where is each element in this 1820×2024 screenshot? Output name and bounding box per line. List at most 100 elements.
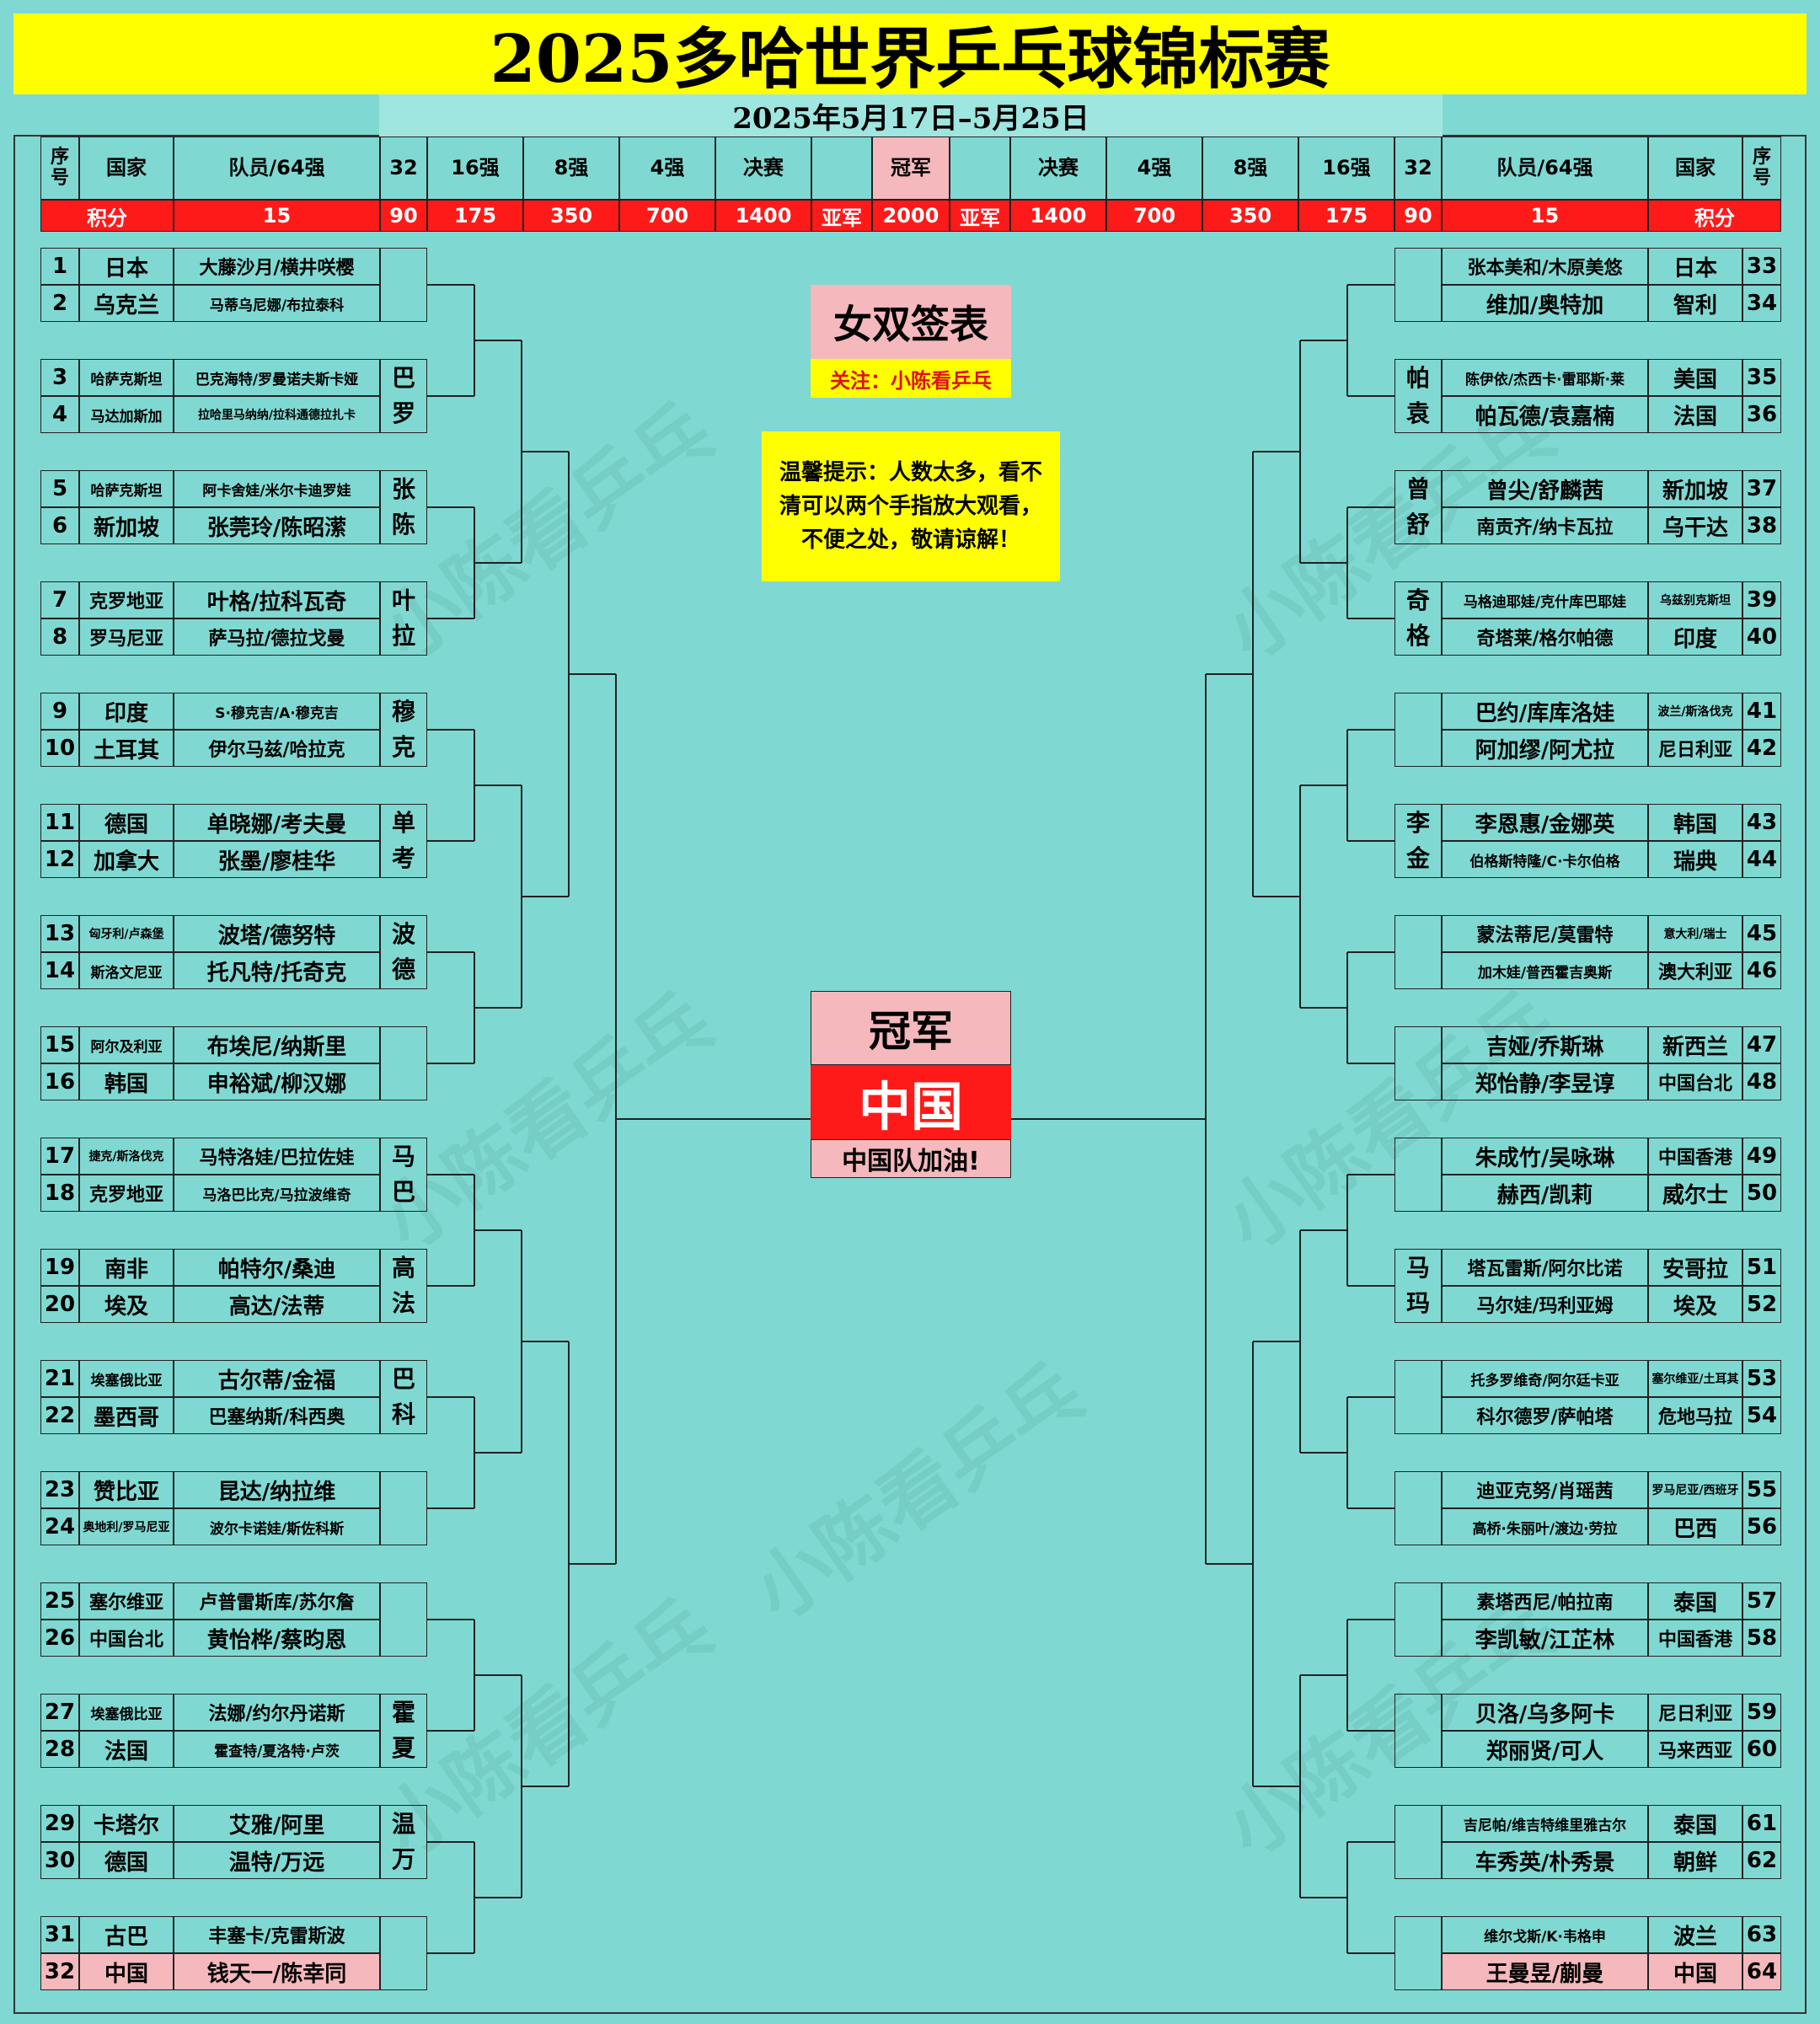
team-players: 阿卡舍娃/米尔卡迪罗娃 [174, 470, 380, 507]
r32-winner-box: 巴罗 [380, 359, 427, 433]
team-players: 帕特尔/桑迪 [174, 1249, 380, 1286]
seed-number: 11 [40, 804, 79, 841]
seed-number: 26 [40, 1620, 79, 1657]
seed-number: 6 [40, 507, 79, 544]
team-players: 拉哈里马纳纳/拉科通德拉扎卡 [174, 396, 380, 433]
points-r16-right: 175 [1298, 200, 1394, 232]
country-name: 澳大利亚 [1648, 952, 1742, 989]
seed-number: 60 [1742, 1731, 1781, 1768]
r32-winner-char: 穆 [391, 698, 415, 726]
country-name: 古巴 [79, 1916, 174, 1953]
follow-note: 关注：小陈看乒乓 [811, 359, 1011, 398]
country-name: 韩国 [79, 1063, 174, 1100]
country-name: 斯洛文尼亚 [79, 952, 174, 989]
tip-box: 温馨提示：人数太多，看不清可以两个手指放大观看，不便之处，敬请谅解！ [762, 431, 1060, 581]
team-players: 郑怡静/李昱谆 [1442, 1063, 1648, 1100]
team-players: 巴塞纳斯/科西奥 [174, 1397, 380, 1434]
cheer-text: 中国队加油! [811, 1139, 1011, 1178]
header-seq-right: 序号 [1742, 137, 1781, 200]
country-name: 巴西 [1648, 1508, 1742, 1545]
country-name: 新西兰 [1648, 1026, 1742, 1063]
country-name: 尼日利亚 [1648, 1694, 1742, 1731]
seed-number: 32 [40, 1953, 79, 1990]
seed-number: 54 [1742, 1397, 1781, 1434]
seed-number: 38 [1742, 507, 1781, 544]
team-players: 郑丽贤/可人 [1442, 1731, 1648, 1768]
r32-winner-box: 穆克 [380, 693, 427, 767]
seed-number: 27 [40, 1694, 79, 1731]
country-name: 泰国 [1648, 1805, 1742, 1842]
points-r32-left: 90 [380, 200, 427, 232]
seed-number: 53 [1742, 1360, 1781, 1397]
r32-winner-char: 克 [391, 733, 415, 761]
seed-number: 55 [1742, 1471, 1781, 1508]
points-final-right: 1400 [1010, 200, 1106, 232]
team-players: 温特/万远 [174, 1842, 380, 1879]
points-sf-left: 700 [619, 200, 715, 232]
r32-winner-box: 帕袁 [1394, 359, 1442, 433]
country-name: 匈牙利/卢森堡 [79, 915, 174, 952]
country-name: 赞比亚 [79, 1471, 174, 1508]
seed-number: 35 [1742, 359, 1781, 396]
sheet-title: 女双签表 [811, 285, 1011, 359]
seed-number: 30 [40, 1842, 79, 1879]
country-name: 波兰/斯洛伐克 [1648, 693, 1742, 730]
seed-number: 61 [1742, 1805, 1781, 1842]
r32-winner-char: 波 [391, 920, 415, 948]
seed-number: 48 [1742, 1063, 1781, 1100]
seed-number: 18 [40, 1175, 79, 1212]
team-players: 李凯敏/江芷林 [1442, 1620, 1648, 1657]
r32-winner-box: 李金 [1394, 804, 1442, 878]
seed-number: 9 [40, 693, 79, 730]
team-players: 托凡特/托奇克 [174, 952, 380, 989]
r32-winner-box: 高法 [380, 1249, 427, 1323]
team-players: 吉娅/乔斯琳 [1442, 1026, 1648, 1063]
seed-number: 17 [40, 1138, 79, 1175]
header-final-left: 决赛 [715, 137, 811, 200]
seed-number: 25 [40, 1582, 79, 1620]
seed-number: 2 [40, 285, 79, 322]
team-players: 巴约/库库洛娃 [1442, 693, 1648, 730]
header-gap-left [811, 137, 872, 200]
r32-winner-char: 格 [1405, 622, 1430, 650]
team-players: 曾尖/舒麟茜 [1442, 470, 1648, 507]
seed-number: 33 [1742, 248, 1781, 285]
r32-winner-box: 波德 [380, 915, 427, 989]
team-players: 王曼昱/蒯曼 [1442, 1953, 1648, 1990]
country-name: 埃塞俄比亚 [79, 1360, 174, 1397]
country-name: 德国 [79, 1842, 174, 1879]
team-players: 维尔戈斯/K·韦格申 [1442, 1916, 1648, 1953]
country-name: 哈萨克斯坦 [79, 359, 174, 396]
team-players: 李恩惠/金娜英 [1442, 804, 1648, 841]
seed-number: 23 [40, 1471, 79, 1508]
country-name: 德国 [79, 804, 174, 841]
team-players: 钱天一/陈幸同 [174, 1953, 380, 1990]
points-team-right: 15 [1442, 200, 1648, 232]
r32-winner-box: 马玛 [1394, 1249, 1442, 1323]
team-players: 塔瓦雷斯/阿尔比诺 [1442, 1249, 1648, 1286]
seed-number: 31 [40, 1916, 79, 1953]
points-qf-right: 350 [1202, 200, 1298, 232]
r32-winner-box [1394, 1471, 1442, 1545]
team-players: 马蒂乌尼娜/布拉泰科 [174, 285, 380, 322]
team-players: 法娜/约尔丹诺斯 [174, 1694, 380, 1731]
team-players: 吉尼帕/维吉特维里雅古尔 [1442, 1805, 1648, 1842]
country-name: 卡塔尔 [79, 1805, 174, 1842]
tip-text: 温馨提示：人数太多，看不清可以两个手指放大观看，不便之处，敬请谅解！ [779, 459, 1042, 554]
champion-name: 中国 [811, 1065, 1011, 1139]
header-sf-left: 4强 [619, 137, 715, 200]
team-players: 大藤沙月/横井咲樱 [174, 248, 380, 285]
team-players: 叶格/拉科瓦奇 [174, 581, 380, 618]
country-name: 乌干达 [1648, 507, 1742, 544]
seed-number: 8 [40, 618, 79, 656]
team-players: 丰塞卡/克雷斯波 [174, 1916, 380, 1953]
country-name: 乌兹别克斯坦 [1648, 581, 1742, 618]
r32-winner-char: 德 [391, 956, 415, 983]
r32-winner-char: 巴 [391, 1178, 415, 1206]
r32-winner-box [380, 1916, 427, 1990]
team-players: 昆达/纳拉维 [174, 1471, 380, 1508]
r32-winner-box [1394, 1138, 1442, 1212]
team-players: 南贡齐/纳卡瓦拉 [1442, 507, 1648, 544]
seed-number: 21 [40, 1360, 79, 1397]
points-label-right: 积分 [1648, 200, 1781, 232]
